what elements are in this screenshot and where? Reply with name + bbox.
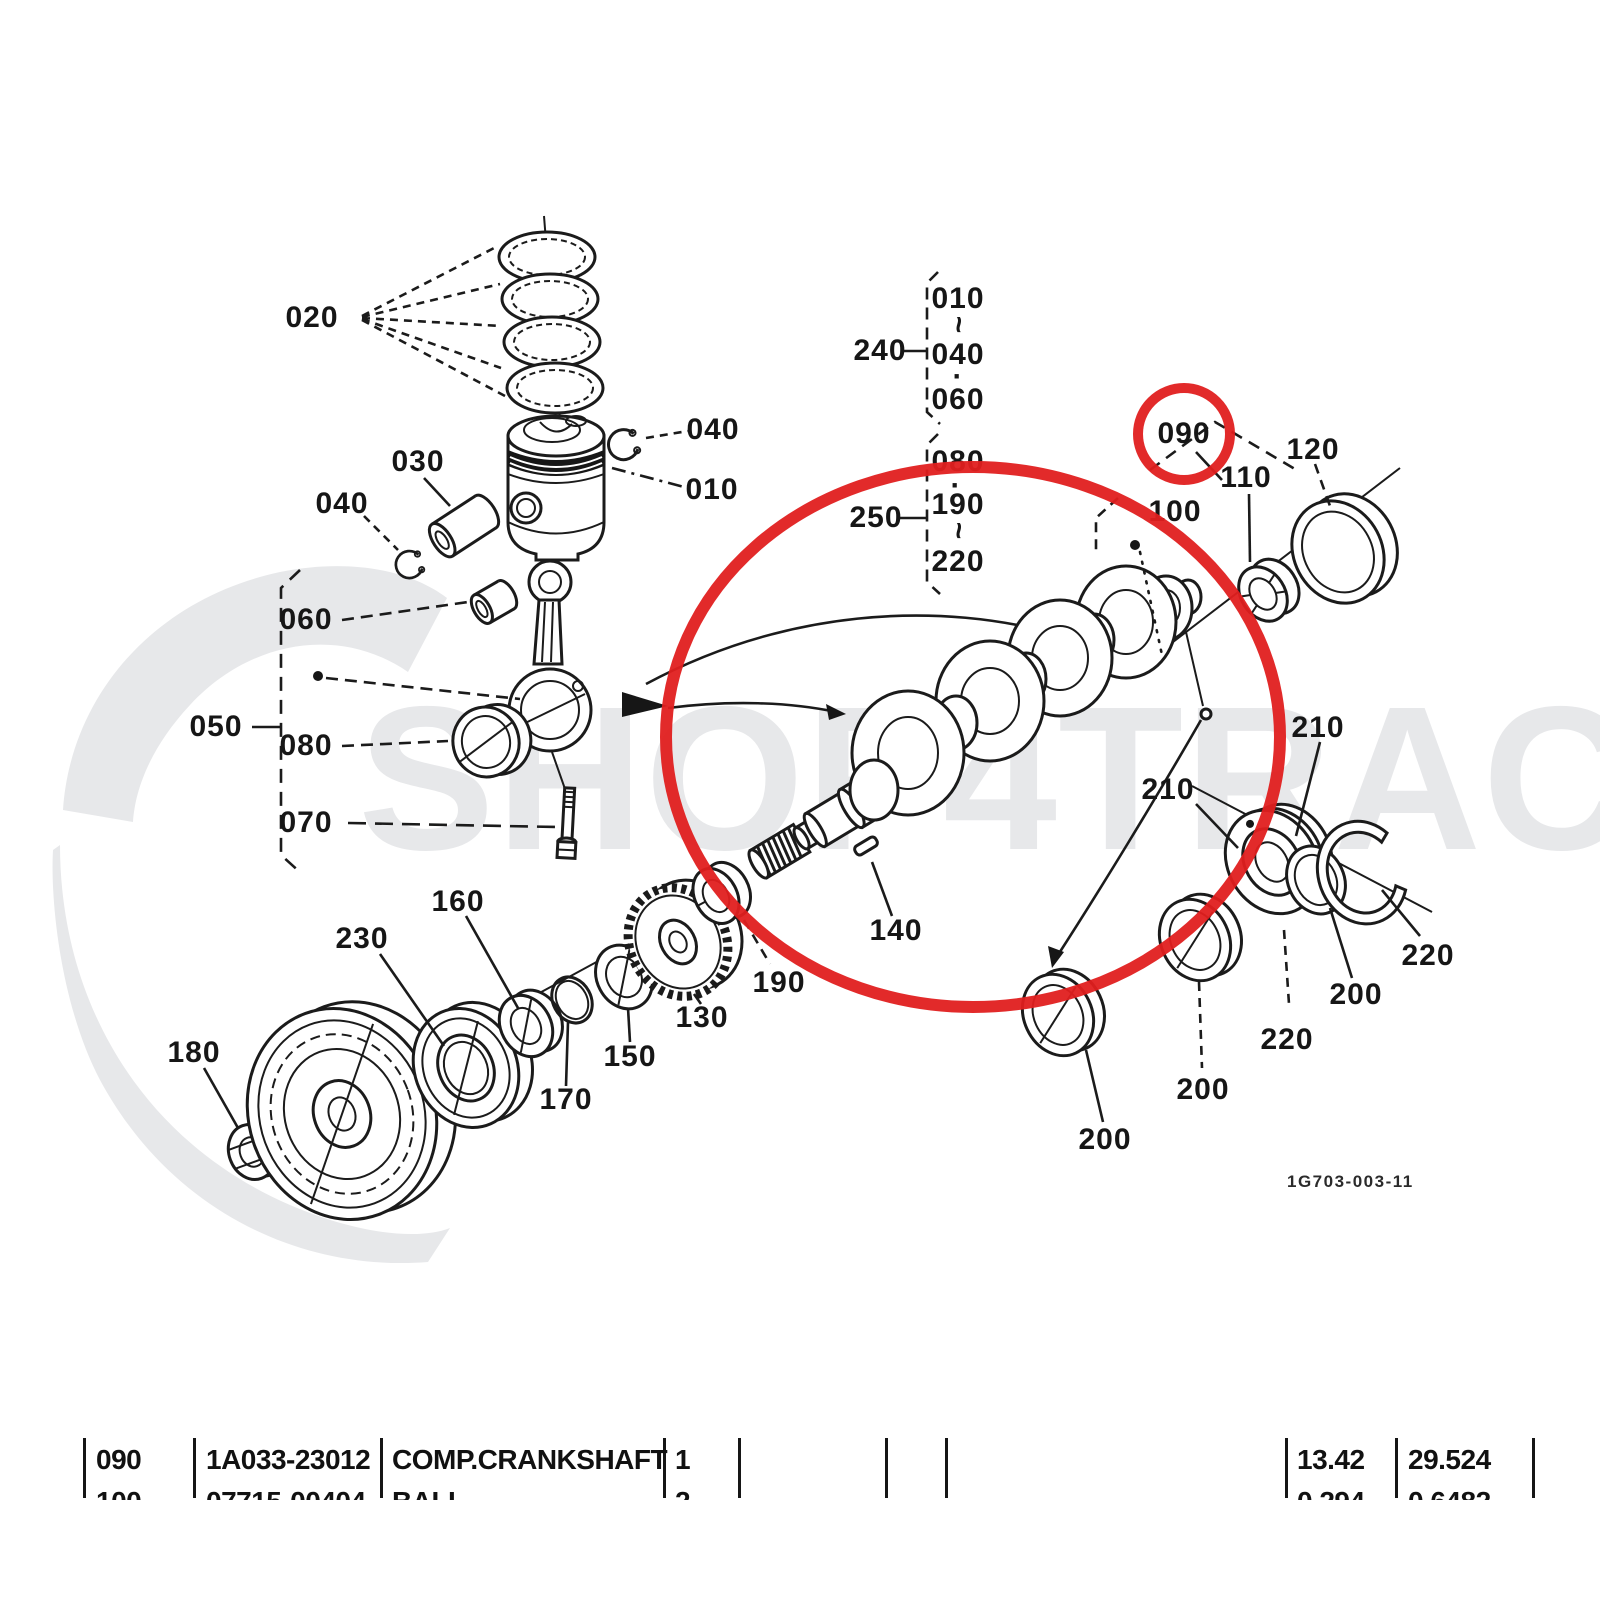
table-column-divider: [738, 1438, 741, 1498]
shaft-key: [853, 835, 879, 857]
retaining-c-ring: [1315, 819, 1408, 926]
part-label-060: 060: [931, 383, 985, 416]
part-label-070: 070: [279, 806, 333, 839]
table-column-divider: [885, 1438, 888, 1498]
crankpin-bearing: [451, 703, 533, 779]
table-column-divider: [663, 1438, 666, 1498]
part-label-200: 200: [1329, 978, 1383, 1011]
part-label-010: 010: [685, 473, 739, 506]
axis-lines: [257, 215, 1433, 1147]
part-label-190: 190: [752, 966, 806, 999]
table-cell-weight_lb-row1: 29.524: [1408, 1444, 1491, 1475]
part-label-200: 200: [1078, 1123, 1132, 1156]
circlip-right: [607, 428, 642, 462]
table-cell-qty-row2: 2: [675, 1487, 691, 1500]
part-label-040: 040: [931, 338, 985, 371]
small-end-bushing: [469, 579, 519, 625]
table-column-divider: [193, 1438, 196, 1498]
connecting-rod: [507, 559, 593, 790]
part-label-220: 220: [931, 545, 985, 578]
table-cell-part_no-row2: 07715-00404: [206, 1487, 366, 1500]
main-bearing-mid: [1157, 892, 1243, 983]
crank-pulley: [245, 1000, 458, 1221]
part-label-010: 010: [931, 282, 985, 315]
part-label-030: 030: [391, 445, 445, 478]
table-column-divider: [83, 1438, 86, 1498]
part-label-060: 060: [279, 603, 333, 636]
part-label-220: 220: [1260, 1023, 1314, 1056]
part-label-210: 210: [1141, 773, 1195, 806]
circlip-left: [394, 549, 426, 580]
part-label-130: 130: [675, 1001, 729, 1034]
table-cell-weight_kg-row1: 13.42: [1297, 1444, 1365, 1475]
part-label-080: 080: [279, 729, 333, 762]
brand-swoosh-icon: [52, 566, 451, 1264]
piston: [506, 414, 606, 562]
part-label-040: 040: [686, 413, 740, 446]
bearing-collar: [497, 988, 564, 1059]
table-cell-description-row2: BALL: [392, 1487, 465, 1500]
part-label-170: 170: [539, 1083, 593, 1116]
table-column-divider: [1395, 1438, 1398, 1498]
part-label-200: 200: [1176, 1073, 1230, 1106]
main-bearing-bottom: [1020, 967, 1106, 1058]
rear-snap-ring: [1290, 492, 1399, 605]
part-label-210: 210: [1291, 711, 1345, 744]
part-label-050: 050: [189, 710, 243, 743]
table-cell-description-row1: COMP.CRANKSHAFT: [392, 1444, 668, 1475]
piston-rings: [497, 230, 605, 415]
part-label-dot-tilde: ~: [942, 315, 975, 335]
diagram-code: 1G703-003-11: [1287, 1172, 1414, 1191]
part-label-150: 150: [603, 1040, 657, 1073]
table-cell-part_no-row1: 1A033-23012: [206, 1444, 371, 1475]
part-label-140: 140: [869, 914, 923, 947]
part-label-100: 100: [1148, 495, 1202, 528]
piston-pin: [427, 493, 501, 559]
part-label-220: 220: [1401, 939, 1455, 972]
crankshaft: [747, 564, 1203, 880]
part-label-230: 230: [335, 922, 389, 955]
part-label-020: 020: [285, 301, 339, 334]
rod-bolt: [555, 786, 578, 860]
part-label-250: 250: [849, 501, 903, 534]
table-cell-weight_kg-row2: 0.294: [1297, 1487, 1365, 1500]
parts-table-partial-row: 100 07715-00404 BALL 2 0.294 0.6482: [0, 1487, 1600, 1500]
table-column-divider: [945, 1438, 948, 1498]
leader-lines: [202, 244, 1422, 1129]
part-label-180: 180: [167, 1036, 221, 1069]
table-cell-ref-row1: 090: [96, 1444, 142, 1475]
table-column-divider: [1285, 1438, 1288, 1498]
table-cell-weight_lb-row2: 0.6482: [1408, 1487, 1491, 1500]
o-ring: [550, 975, 594, 1025]
table-cell-qty-row1: 1: [675, 1444, 691, 1475]
part-label-040: 040: [315, 487, 369, 520]
part-label-190: 190: [931, 488, 985, 521]
part-label-160: 160: [431, 885, 485, 918]
table-column-divider: [380, 1438, 383, 1498]
part-label-dot-tilde: ~: [942, 521, 975, 541]
part-label-110: 110: [1220, 461, 1272, 494]
part-label-090: 090: [1157, 417, 1211, 450]
part-label-dot: ·: [952, 360, 964, 393]
part-label-120: 120: [1286, 433, 1340, 466]
table-cell-ref-row2: 100: [96, 1487, 142, 1500]
part-label-240: 240: [853, 334, 907, 367]
table-column-divider: [1532, 1438, 1535, 1498]
